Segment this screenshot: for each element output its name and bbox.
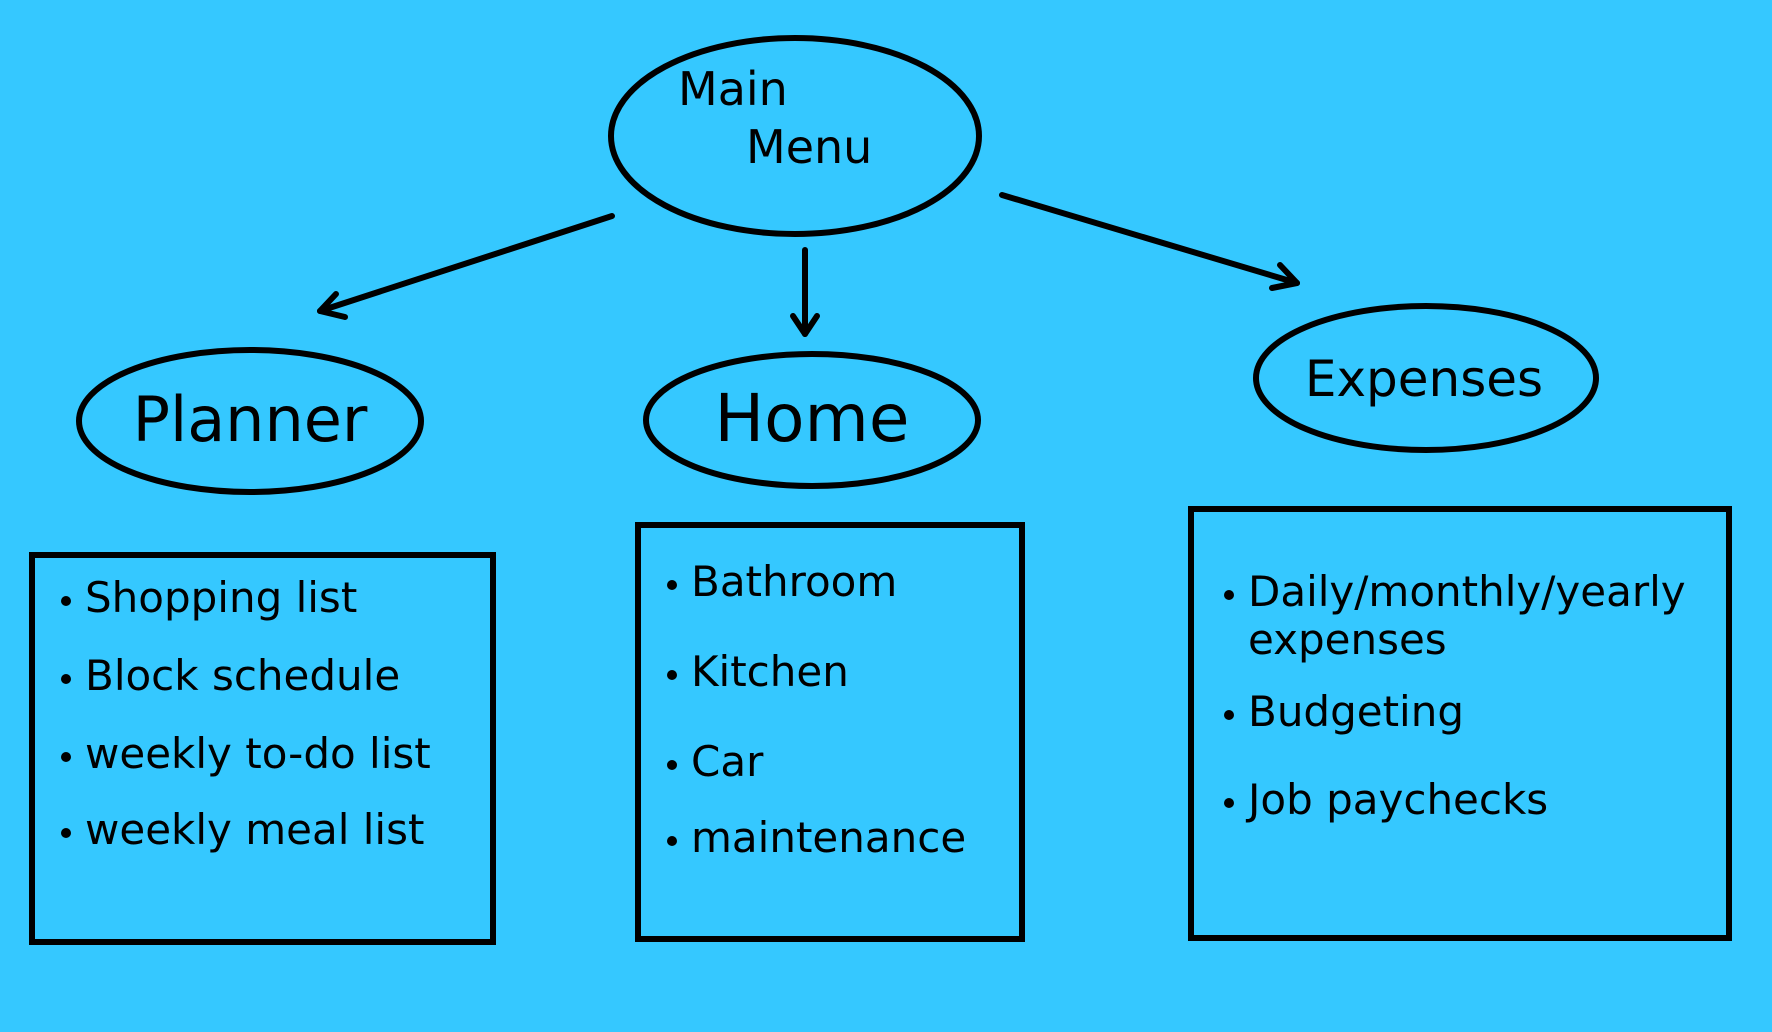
list-item: Budgeting bbox=[1220, 688, 1706, 736]
expenses-node-outline bbox=[1253, 303, 1599, 453]
planner-items-box: Shopping list Block schedule weekly to-d… bbox=[29, 552, 496, 945]
main-menu-node-outline bbox=[608, 35, 982, 237]
list-item: Block schedule bbox=[57, 652, 480, 700]
list-item: Bathroom bbox=[663, 558, 1009, 606]
list-item: Car bbox=[663, 738, 1009, 786]
arrow-to-expenses bbox=[999, 192, 1300, 291]
expenses-items-box: Daily/monthly/yearly expenses Budgeting … bbox=[1188, 506, 1732, 941]
planner-items-list: Shopping list Block schedule weekly to-d… bbox=[57, 574, 480, 854]
list-item: maintenance bbox=[663, 814, 1009, 862]
list-item: Shopping list bbox=[57, 574, 480, 622]
expenses-items-list: Daily/monthly/yearly expenses Budgeting … bbox=[1220, 568, 1706, 824]
home-items-list: Bathroom Kitchen Car maintenance bbox=[663, 558, 1009, 862]
home-node-outline bbox=[643, 351, 981, 489]
main-menu-title: Main Menu bbox=[650, 60, 873, 176]
home-items-box: Bathroom Kitchen Car maintenance bbox=[635, 522, 1025, 942]
planner-title: Planner bbox=[133, 383, 368, 456]
list-item: weekly meal list bbox=[57, 806, 480, 854]
arrow-to-home bbox=[790, 247, 820, 337]
list-item: weekly to-do list bbox=[57, 730, 480, 778]
main-menu-title-line2: Menu bbox=[746, 120, 873, 174]
list-item: Daily/monthly/yearly expenses bbox=[1220, 568, 1706, 664]
expenses-title: Expenses bbox=[1305, 350, 1543, 408]
main-menu-title-line1: Main bbox=[678, 62, 788, 116]
home-title: Home bbox=[715, 380, 910, 457]
arrow-to-planner bbox=[317, 213, 615, 320]
planner-node-outline bbox=[76, 347, 424, 495]
list-item: Job paychecks bbox=[1220, 776, 1706, 824]
list-item: Kitchen bbox=[663, 648, 1009, 696]
